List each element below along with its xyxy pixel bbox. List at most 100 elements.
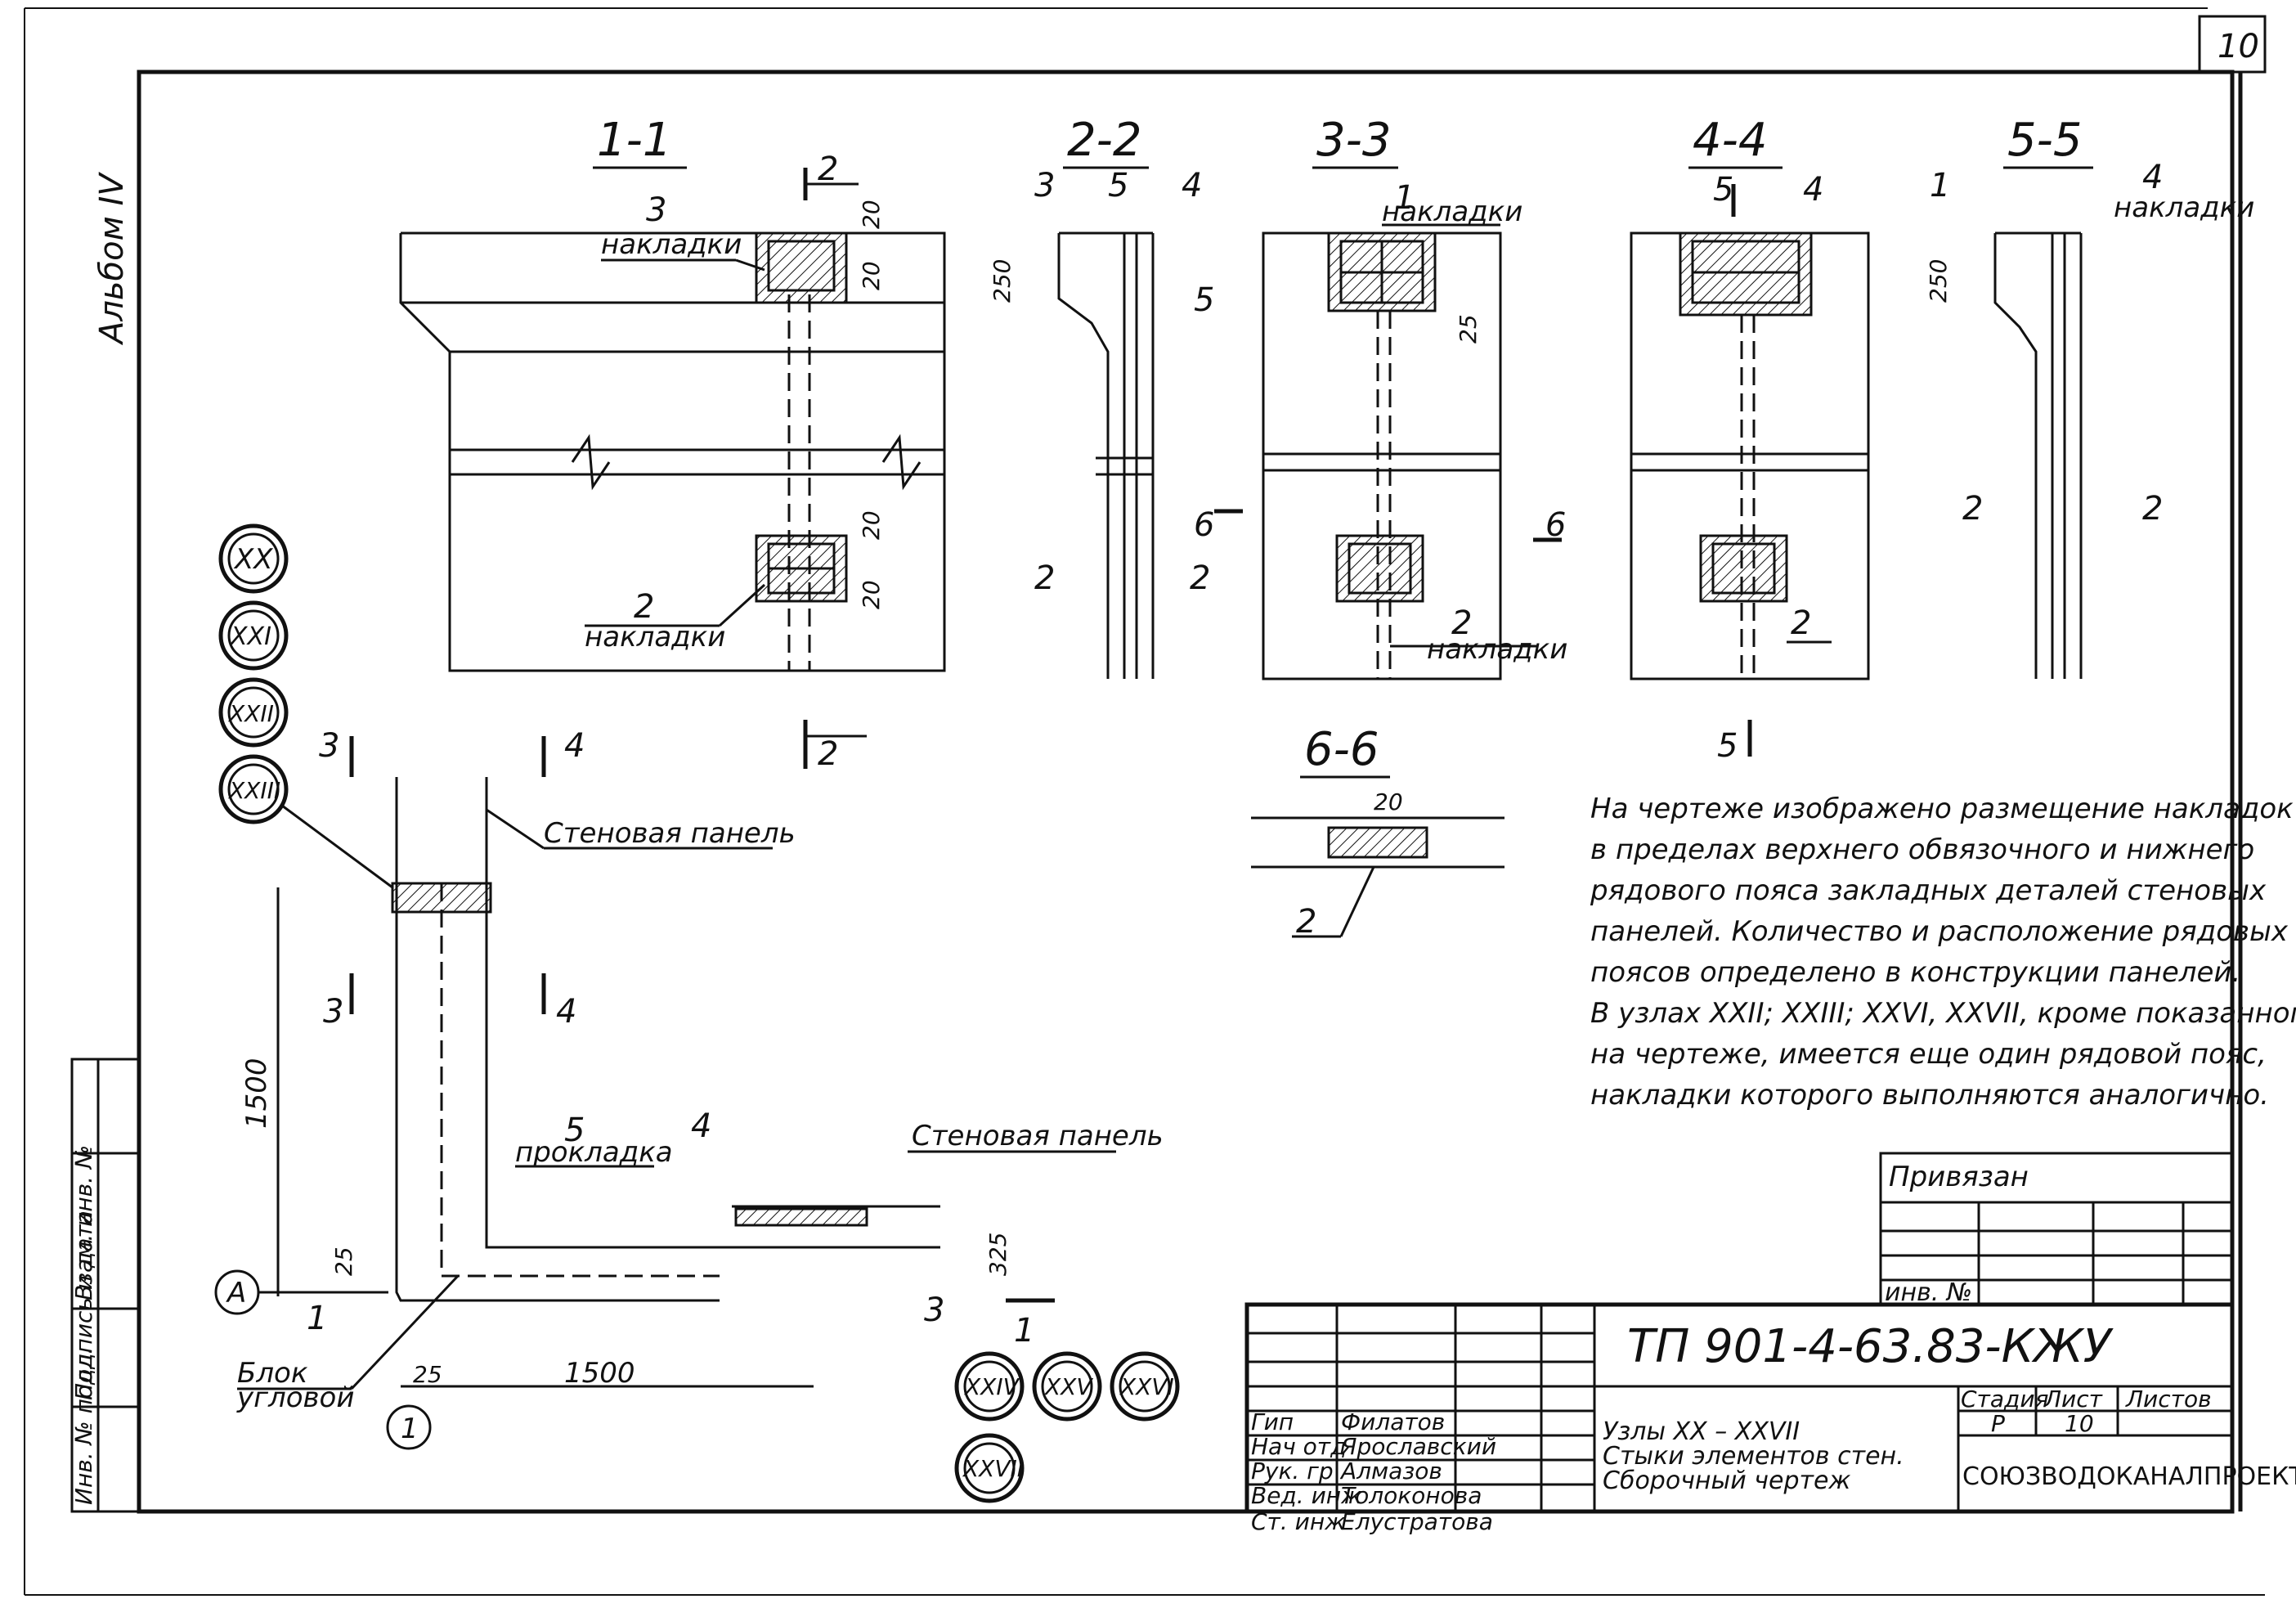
section-title-5-5: 5-5 — [2007, 114, 2082, 167]
tb-title-3: Сборочный чертеж — [1603, 1467, 1850, 1495]
s11-arrow-2-bottom: 2 — [818, 735, 838, 773]
plan-wall-panel-1: Стеновая панель — [544, 817, 796, 850]
s22-arrow-6: 6 — [1194, 506, 1214, 544]
section-title-3-3: 3-3 — [1316, 114, 1391, 167]
tb-role-4: Вед. инж — [1251, 1482, 1361, 1509]
note-line-1: На чертеже изображено размещение накладо… — [1590, 793, 2294, 825]
s33-dim-25: 25 — [1455, 314, 1482, 344]
plan-dim-25-h: 25 — [413, 1361, 442, 1388]
cut-4-bottom: 4 — [556, 993, 576, 1031]
title-doc-code: ТП 901-4-63.83-КЖУ — [1627, 1320, 2114, 1373]
sheet-frame — [24, 7, 2267, 1596]
tb-name-3: Алмазов — [1339, 1458, 1442, 1484]
s55-label-4: 4 — [2142, 159, 2163, 196]
tb-name-2: Ярославский — [1340, 1433, 1496, 1460]
section-6-6: 6-6 20 2 — [1251, 723, 1505, 941]
node-xxiv: XXIV — [963, 1373, 1020, 1400]
tb-name-4: Толоконова — [1341, 1482, 1482, 1509]
node-xx: XX — [233, 543, 273, 576]
tb-sheet-val: 10 — [2065, 1410, 2094, 1437]
section-title-2-2: 2-2 — [1067, 114, 1141, 167]
s44-label-5: 5 — [1713, 171, 1733, 209]
s55-dim-250: 250 — [1925, 259, 1952, 303]
s55-label-2-left: 2 — [1962, 490, 1983, 528]
side-stamp-3: Взам. инв. № — [70, 1145, 97, 1300]
tb-title-1: Узлы XX – XXVII — [1603, 1417, 1800, 1446]
s22-dim-250: 250 — [989, 259, 1016, 303]
s66-dim-20: 20 — [1374, 788, 1403, 815]
section-1-1: 1-1 3 накладки 2 накладки 2 — [399, 114, 946, 773]
tb-org: СОЮЗВОДОКАНАЛПРОЕКТ — [1962, 1462, 2296, 1491]
tb-stage-hdr: Стадия — [1961, 1386, 2048, 1413]
s11-label-nakladki-top: накладки — [601, 228, 742, 261]
note-line-8: накладки которого выполняются аналогично… — [1590, 1079, 2269, 1112]
note-line-6: В узлах XXII; XXIII; XXVI, XXVII, кроме … — [1590, 997, 2296, 1030]
tb-title-2: Стыки элементов стен. — [1603, 1442, 1904, 1471]
side-stamp-2: Подпись и дата — [70, 1210, 97, 1400]
node-xxvi: XXVI — [1119, 1373, 1174, 1400]
s55-label-2-right: 2 — [2142, 490, 2163, 528]
section-title-4-4: 4-4 — [1693, 114, 1767, 167]
section-2-2: 2-2 3 5 4 5 2 2 250 6 — [989, 114, 1243, 679]
s22-label-3: 3 — [1034, 167, 1055, 204]
s55-label-nakladki: накладки — [2114, 191, 2254, 224]
node-circles-left: XX XXI XXII XXIII — [218, 523, 393, 889]
s44-label-4: 4 — [1803, 171, 1823, 209]
section-5-5: 5-5 1 4 накладки 2 2 250 — [1925, 114, 2254, 679]
note-line-7: на чертеже, имеется еще один рядовой поя… — [1590, 1038, 2267, 1071]
section-title-6-6: 6-6 — [1304, 723, 1379, 776]
cut-4-top: 4 — [564, 727, 585, 765]
s33-label-1: 1 — [1394, 179, 1415, 217]
note-line-4: панелей. Количество и расположение рядов… — [1590, 915, 2289, 948]
tb-role-5: Ст. инж — [1251, 1508, 1345, 1535]
sheet-number: 10 — [2218, 28, 2259, 65]
plan-dim-325: 325 — [984, 1233, 1011, 1276]
corner-plan: 1500 1500 25 25 325 А 1 Стеновая панель … — [214, 727, 1164, 1450]
node-xxv: XXV — [1043, 1373, 1093, 1400]
node-circles-bottom: XXIV XXV XXVI XXVII — [954, 1351, 1180, 1503]
tb-name-5: Елустратова — [1341, 1508, 1493, 1535]
node-xxvii: XXVII — [962, 1455, 1024, 1482]
axis-a: А — [226, 1277, 246, 1309]
plan-dim-1500-h: 1500 — [564, 1357, 635, 1390]
cut-1-right: 1 — [1014, 1312, 1034, 1350]
cut-3-bottom: 3 — [323, 993, 343, 1031]
cut-1-left: 1 — [307, 1300, 327, 1337]
note-line-2: в пределах верхнего обвязочного и нижнег… — [1590, 833, 2254, 866]
side-stamp-1: Инв. № подл. — [70, 1347, 97, 1505]
tb-sheets-hdr: Листов — [2125, 1386, 2212, 1413]
s11-dim-20-b2: 20 — [858, 580, 885, 609]
plan-label-3: 3 — [924, 1291, 944, 1329]
section-title-1-1: 1-1 — [597, 114, 671, 167]
s66-label-2: 2 — [1296, 903, 1316, 941]
note-text: На чертеже изображено размещение накладо… — [1590, 793, 2296, 1112]
section-4-4: 4-4 5 4 2 5 — [1630, 114, 1870, 765]
plan-label-prokladka: прокладка — [515, 1136, 673, 1169]
s33-label-2: 2 — [1451, 604, 1472, 642]
cut-3-top: 3 — [319, 727, 339, 765]
s11-dim-20-top: 20 — [858, 200, 885, 229]
s22-label-2-right: 2 — [1190, 559, 1210, 597]
s44-arrow-5: 5 — [1717, 727, 1738, 765]
note-line-3: рядового пояса закладных деталей стеновы… — [1590, 874, 2267, 907]
tb-stage-val: Р — [1991, 1410, 2005, 1437]
node-xxii: XXII — [227, 700, 274, 727]
plan-label-5: 5 — [564, 1112, 585, 1149]
s11-label-3: 3 — [646, 191, 666, 229]
s11-label-2: 2 — [634, 588, 654, 626]
album-label: Альбом IV — [93, 172, 131, 346]
plan-label-4: 4 — [691, 1107, 711, 1145]
plan-wall-panel-2: Стеновая панель — [912, 1120, 1164, 1152]
tb-sheet-hdr: Лист — [2043, 1386, 2103, 1413]
binding-box: Привязан инв. № — [1879, 1152, 2234, 1307]
s33-label-nakladki-top: накладки — [1382, 195, 1522, 228]
binding-inv: инв. № — [1885, 1278, 1972, 1307]
s22-label-4: 4 — [1182, 167, 1202, 204]
s22-label-5b: 5 — [1194, 281, 1214, 319]
s11-dim-20-mid: 20 — [858, 261, 885, 290]
s11-arrow-2-top: 2 — [818, 150, 838, 188]
s22-label-5: 5 — [1108, 167, 1128, 204]
section-3-3: 3-3 1 накладки 2 накладки 6 25 — [1262, 114, 1567, 680]
binding-privyazan: Привязан — [1889, 1161, 2029, 1193]
